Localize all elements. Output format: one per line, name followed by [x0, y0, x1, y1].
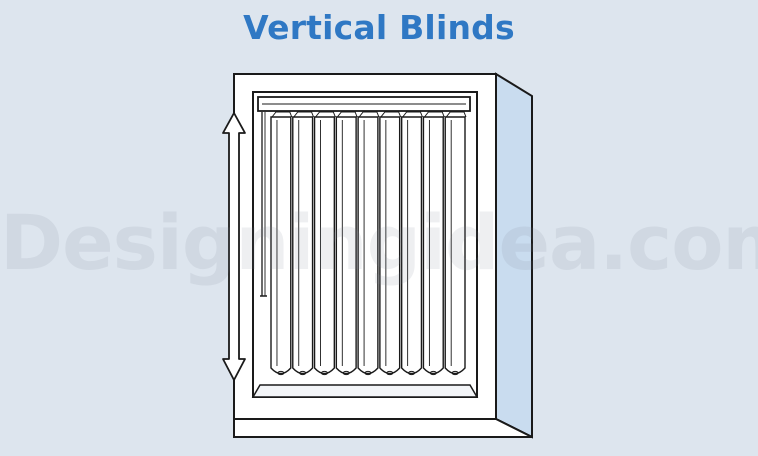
slat-weight [364, 370, 372, 376]
page-title: Vertical Blinds [243, 8, 515, 47]
height-arrow-icon [222, 112, 246, 381]
blind-slat [379, 116, 401, 375]
slat-hanger [358, 111, 380, 118]
slat-weight [277, 370, 285, 376]
slat-weight [408, 370, 416, 376]
slat-hanger [315, 111, 336, 118]
slat-hanger [424, 111, 445, 118]
blind-slat [292, 116, 314, 375]
blind-slat [422, 116, 444, 375]
slat-hanger [445, 111, 467, 118]
slat-weight [451, 370, 459, 376]
blind-slats [270, 111, 467, 376]
blind-slat [270, 116, 292, 375]
slat-hanger [402, 111, 423, 118]
window-bottom-depth [233, 418, 533, 438]
slat-hanger [380, 111, 402, 118]
slat-hanger [336, 111, 358, 118]
slat-weight [342, 370, 350, 376]
slat-weight [299, 370, 307, 376]
slat-weight [429, 370, 437, 376]
blind-slat [444, 116, 466, 375]
blind-slat [400, 116, 423, 375]
slat-hanger [293, 111, 315, 118]
window-side-panel [495, 72, 533, 439]
blind-slat [357, 116, 379, 375]
slat-weight [386, 370, 394, 376]
window-inner-sill [251, 384, 479, 398]
slat-hanger [271, 111, 293, 118]
blind-slat [335, 116, 357, 375]
blind-slat [313, 116, 336, 375]
slat-weight [320, 370, 328, 376]
